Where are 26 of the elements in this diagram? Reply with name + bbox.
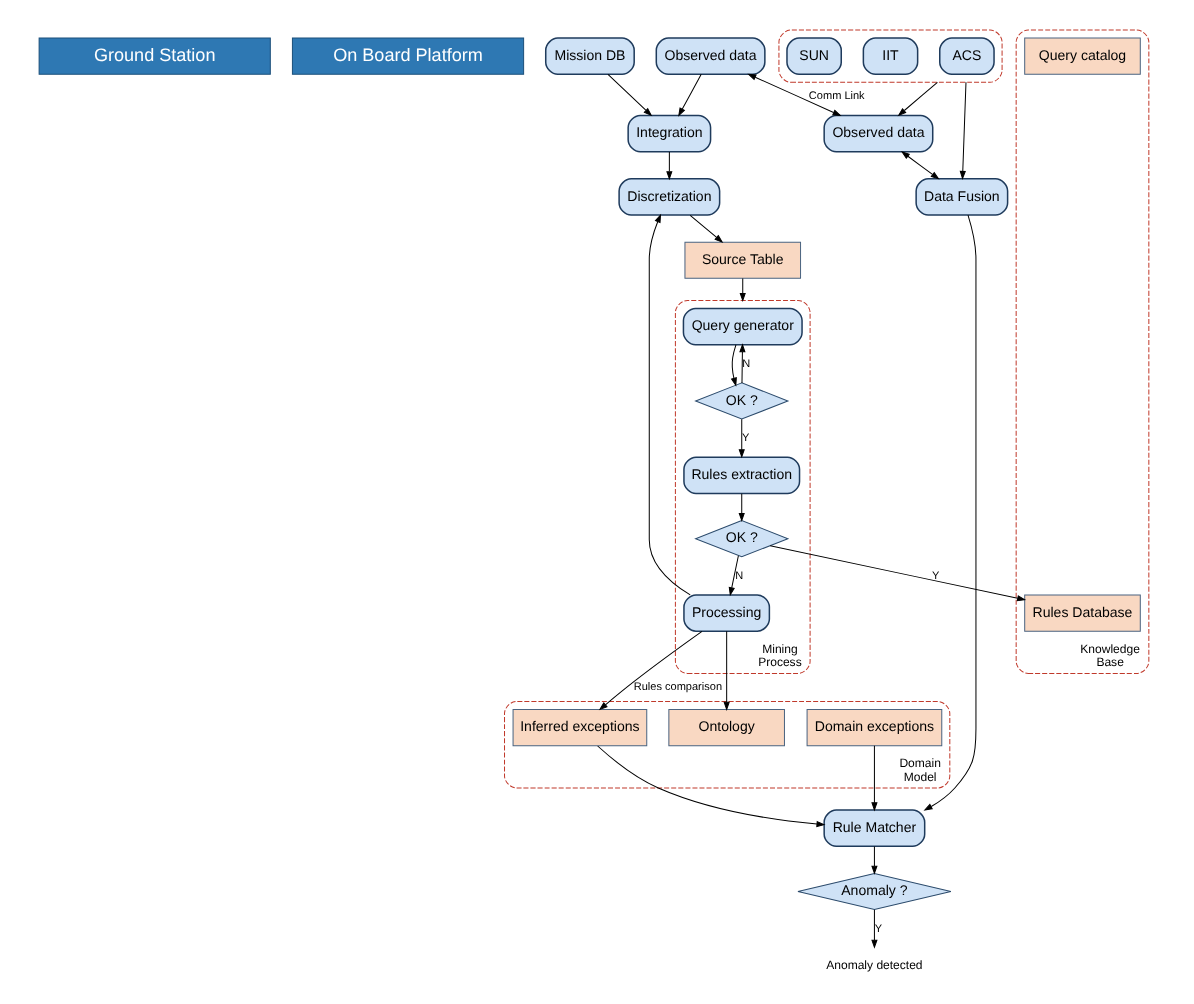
node-box: Ground Station <box>37 36 270 74</box>
arrow <box>746 72 841 116</box>
cluster <box>777 28 1002 82</box>
arrow <box>597 629 702 710</box>
arrow <box>727 554 738 596</box>
arrow <box>677 72 701 116</box>
arrow <box>958 80 966 179</box>
arrow <box>768 544 1026 601</box>
arrow <box>688 213 723 242</box>
arrow <box>606 72 652 116</box>
arrow <box>870 744 877 811</box>
arrow <box>729 343 736 386</box>
arrow <box>899 150 939 179</box>
arrow <box>737 492 744 521</box>
arrow <box>738 277 745 301</box>
arrow <box>738 342 745 383</box>
node-box: On Board Platform <box>290 36 524 74</box>
arrow <box>870 845 877 874</box>
arrow <box>647 212 690 595</box>
arrow <box>922 213 976 810</box>
arrow <box>870 908 877 948</box>
arrow <box>896 80 937 116</box>
arrow <box>596 744 825 827</box>
arrow <box>665 150 672 180</box>
arrow <box>722 629 729 710</box>
arrow <box>737 417 744 458</box>
